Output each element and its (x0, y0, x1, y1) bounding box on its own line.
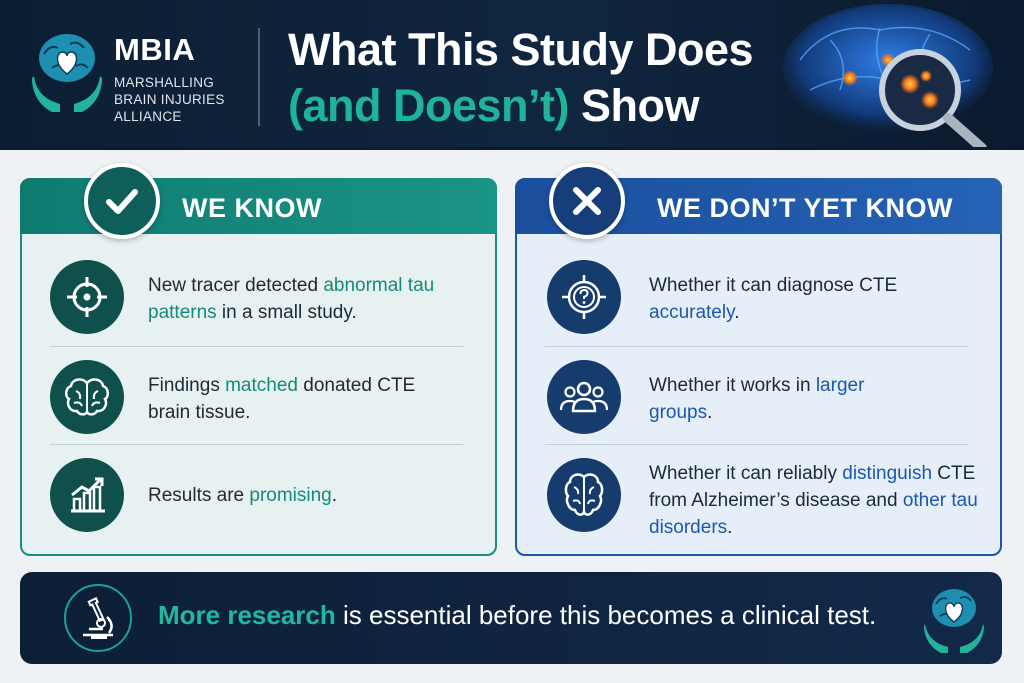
brain-magnifier-icon (783, 4, 993, 147)
brain-heart-hands-logo-icon (32, 34, 102, 112)
we-dont-know-heading: WE DON’T YET KNOW (657, 193, 953, 223)
chart-growth-icon (50, 458, 124, 532)
header: MBIA Marshalling Brain Injuries Alliance… (0, 0, 1024, 150)
know-item-text: Results are promising. (148, 485, 338, 506)
brain-icon (547, 458, 621, 532)
check-badge (84, 163, 160, 239)
org-name-line: Marshalling (114, 75, 215, 90)
dont-know-item-text: Whether it can diagnose CTE accurately. (649, 275, 898, 323)
question-target-icon (547, 260, 621, 334)
dont-know-item-text: Whether it can reliably distinguish CTE … (649, 463, 978, 538)
list-item: Findings matched donated CTE brain tissu… (22, 352, 495, 442)
know-item-text: New tracer detected abnormal tau pattern… (148, 275, 435, 323)
org-name-line: Alliance (114, 109, 182, 124)
divider (50, 346, 463, 347)
org-name-line: Brain Injuries (114, 92, 225, 107)
bottom-banner: More research is essential before this b… (20, 572, 1002, 664)
check-icon (106, 189, 138, 214)
x-icon (573, 187, 601, 215)
divider (545, 444, 968, 445)
list-item: Results are promising. (22, 454, 495, 544)
x-badge (549, 163, 625, 239)
divider (545, 346, 968, 347)
org-name: Marshalling Brain Injuries Alliance (114, 74, 225, 125)
divider (50, 444, 463, 445)
list-item: Whether it works in larger groups. (517, 352, 1000, 442)
group-icon (547, 360, 621, 434)
title-accent: (and Doesn’t) (288, 80, 570, 131)
header-divider (258, 28, 260, 126)
microscope-icon (64, 584, 132, 652)
we-know-heading: WE KNOW (182, 193, 322, 223)
we-dont-know-card: WE DON’T YET KNOW Whether it can diagnos… (515, 163, 1002, 556)
list-item: New tracer detected abnormal tau pattern… (22, 252, 495, 342)
we-know-card: WE KNOW New tracer detected abnormal tau… (20, 163, 497, 556)
list-item: Whether it can diagnose CTE accurately. (517, 252, 1000, 342)
page-title-line2: (and Doesn’t) Show (288, 80, 700, 132)
org-logo: MBIA Marshalling Brain Injuries Alliance (30, 28, 260, 124)
org-acronym: MBIA (114, 32, 196, 67)
page-title-line1: What This Study Does (288, 24, 754, 75)
dont-know-item-text: Whether it works in larger groups. (649, 375, 865, 423)
know-item-text: Findings matched donated CTE brain tissu… (148, 375, 416, 423)
title-rest: Show (569, 80, 700, 131)
brain-heart-hands-logo-icon (924, 589, 984, 653)
target-icon (50, 260, 124, 334)
list-item: Whether it can reliably distinguish CTE … (517, 454, 1000, 544)
banner-message: More research is essential before this b… (158, 600, 877, 630)
brain-icon (50, 360, 124, 434)
